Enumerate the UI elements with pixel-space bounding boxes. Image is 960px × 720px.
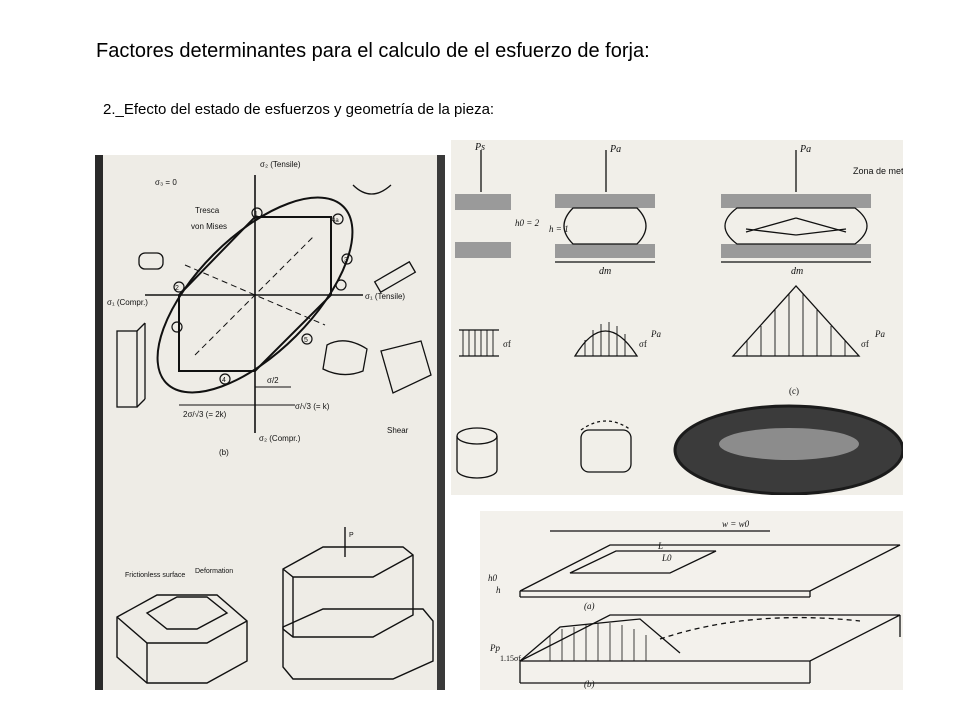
figure-caption-b2: (b) bbox=[584, 679, 595, 689]
label-sigma-f-1: σf bbox=[503, 339, 511, 349]
label-sigma-f-2: σf bbox=[639, 339, 647, 349]
label-h1: h = 1 bbox=[549, 224, 569, 234]
point-label-2: 2 bbox=[175, 285, 179, 292]
point-label-4: 4 bbox=[222, 377, 226, 384]
point-label-4a: 4a bbox=[332, 218, 339, 224]
label-tensile-right: σ₁ (Tensile) bbox=[365, 292, 405, 301]
label-h0: h0 = 2 bbox=[515, 218, 540, 228]
label-compr-bottom: σ₂ (Compr.) bbox=[259, 434, 301, 443]
label-h0: h0 bbox=[488, 573, 498, 583]
upset-figure: Ps Pa Pa Zona de metal muerto h0 = 2 h =… bbox=[451, 140, 903, 495]
label-frictionless: Frictionless surface bbox=[125, 572, 185, 579]
label-l0: L0 bbox=[661, 553, 672, 563]
slide-subtitle: 2._Efecto del estado de esfuerzos y geom… bbox=[103, 101, 495, 118]
label-w: w = w0 bbox=[722, 519, 750, 529]
label-dim-half: σ/2 bbox=[267, 376, 279, 385]
figure-caption-a: (a) bbox=[584, 601, 595, 611]
label-tresca: Tresca bbox=[195, 206, 220, 215]
label-pa-2: Pa bbox=[799, 144, 811, 155]
label-sigma-f-3: σf bbox=[861, 339, 869, 349]
slide-title: Factores determinantes para el calculo d… bbox=[96, 40, 650, 62]
label-h: h bbox=[496, 585, 501, 595]
figure-caption-c: (c) bbox=[789, 386, 799, 396]
label-ps: Ps bbox=[474, 142, 485, 153]
label-compr-left: σ₁ (Compr.) bbox=[107, 298, 148, 307]
label-dim-k: σ/√3 (= k) bbox=[295, 402, 330, 411]
label-sigma3: σ₃ = 0 bbox=[155, 178, 177, 187]
label-dim-2k: 2σ/√3 (= 2k) bbox=[183, 410, 227, 419]
label-p: P bbox=[349, 532, 354, 539]
label-pp: Pp bbox=[489, 643, 500, 653]
label-sf: 1.15σf bbox=[500, 654, 521, 663]
yield-locus-figure: σ₃ = 0 σ₂ (Tensile) Tresca von Mises σ₁ … bbox=[95, 155, 445, 517]
label-dm-2: dm bbox=[791, 266, 803, 277]
label-deformation: Deformation bbox=[195, 568, 233, 575]
label-dm-1: dm bbox=[599, 266, 611, 277]
frictionless-figure: Frictionless surface Deformation P bbox=[95, 517, 445, 690]
label-shear: Shear bbox=[387, 426, 409, 435]
label-l: L bbox=[657, 541, 663, 551]
label-pa-4: Pa bbox=[874, 329, 885, 339]
point-label-1: 1 bbox=[254, 211, 258, 218]
label-pa-3: Pa bbox=[650, 329, 661, 339]
label-tensile-top: σ₂ (Tensile) bbox=[260, 160, 301, 169]
label-pa-1: Pa bbox=[609, 144, 621, 155]
point-label-5: 5 bbox=[304, 337, 308, 344]
label-zona: Zona de metal muerto bbox=[853, 166, 903, 176]
strip-figure: w = w0 L L0 h0 h (a) Pp 1.15σf (b) bbox=[480, 511, 903, 690]
label-von-mises: von Mises bbox=[191, 222, 227, 231]
point-label-3: 3 bbox=[344, 257, 348, 264]
figure-caption-b: (b) bbox=[219, 448, 229, 457]
